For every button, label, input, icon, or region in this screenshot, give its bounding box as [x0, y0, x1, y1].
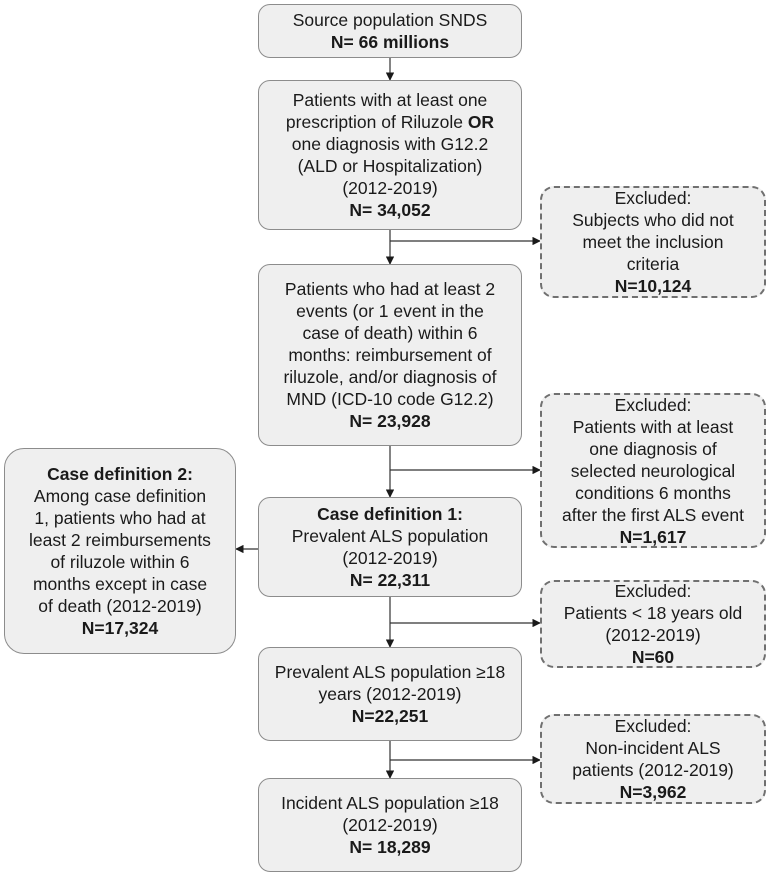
prevalent-18-n: N=22,251: [351, 706, 429, 726]
excl-2-line-3: one diagnosis of: [589, 438, 717, 459]
excl-3-line-1: Excluded:: [614, 581, 692, 601]
excl-2-line-6: after the first ALS event: [562, 504, 744, 525]
excl-1-n: N=10,124: [614, 276, 692, 296]
two-events-line-2: events (or 1 event in the: [296, 301, 484, 321]
case-def-1-n: N= 22,311: [349, 570, 431, 590]
two-events-line-5: riluzole, and/or diagnosis of: [283, 367, 497, 387]
excl-2-line-1: Excluded:: [614, 394, 692, 415]
case-def-1-line-1: Prevalent ALS population: [291, 526, 489, 546]
box-two-events: Patients who had at least 2 events (or 1…: [258, 264, 522, 446]
excl-3-line-2: Patients < 18 years old: [563, 603, 743, 623]
excl-2-line-4: selected neurological: [570, 460, 736, 481]
two-events-line-1: Patients who had at least 2: [284, 279, 496, 299]
box-incident-18: Incident ALS population ≥18 (2012-2019) …: [258, 778, 522, 872]
excl-3-n: N=60: [631, 647, 675, 667]
case-def-2-line-5: months except in case: [32, 574, 208, 594]
prescription-line-5: (2012-2019): [342, 178, 438, 198]
source-n: N= 66 millions: [330, 32, 450, 52]
box-excluded-3: Excluded: Patients < 18 years old (2012-…: [540, 580, 766, 668]
incident-18-line-2: (2012-2019): [342, 815, 438, 835]
prescription-line-2: prescription of Riluzole OR: [285, 112, 495, 132]
prescription-line-4: (ALD or Hospitalization): [297, 156, 483, 176]
box-prevalent-18: Prevalent ALS population ≥18 years (2012…: [258, 647, 522, 741]
box-excluded-4: Excluded: Non-incident ALS patients (201…: [540, 714, 766, 804]
incident-18-n: N= 18,289: [349, 837, 431, 857]
two-events-n: N= 23,928: [349, 411, 431, 431]
prevalent-18-line-2: years (2012-2019): [318, 684, 462, 704]
two-events-line-6: MND (ICD-10 code G12.2): [286, 389, 494, 409]
excl-4-line-3: patients (2012-2019): [572, 760, 734, 780]
prevalent-18-line-1: Prevalent ALS population ≥18: [274, 662, 506, 682]
box-excluded-1: Excluded: Subjects who did not meet the …: [540, 186, 766, 298]
case-def-2-n: N=17,324: [81, 618, 159, 638]
case-def-2-title: Case definition 2:: [47, 464, 193, 484]
box-case-definition-1: Case definition 1: Prevalent ALS populat…: [258, 497, 522, 597]
two-events-line-4: months: reimbursement of: [288, 345, 492, 365]
prescription-n: N= 34,052: [349, 200, 431, 220]
box-excluded-2: Excluded: Patients with at least one dia…: [540, 393, 766, 548]
incident-18-line-1: Incident ALS population ≥18: [281, 793, 499, 813]
excl-1-line-2: Subjects who did not: [572, 210, 734, 230]
excl-1-line-4: criteria: [626, 254, 680, 274]
case-def-2-line-1: Among case definition: [33, 486, 207, 506]
excl-2-n: N=1,617: [619, 526, 687, 547]
prescription-line-1: Patients with at least one: [292, 90, 488, 110]
excl-4-line-2: Non-incident ALS: [585, 738, 721, 758]
excl-4-line-1: Excluded:: [614, 716, 692, 736]
two-events-line-3: case of death) within 6: [302, 323, 478, 343]
case-def-1-line-2: (2012-2019): [342, 548, 438, 568]
excl-2-line-5: conditions 6 months: [575, 482, 731, 503]
case-def-2-line-2: 1, patients who had at: [34, 508, 206, 528]
box-source-population: Source population SNDS N= 66 millions: [258, 4, 522, 58]
excl-1-line-3: meet the inclusion: [582, 232, 724, 252]
excl-3-line-3: (2012-2019): [605, 625, 701, 645]
case-def-2-line-3: least 2 reimbursements: [29, 530, 211, 550]
excl-4-n: N=3,962: [619, 782, 687, 802]
source-label: Source population SNDS: [292, 10, 488, 30]
prescription-line-3: one diagnosis with G12.2: [291, 134, 489, 154]
box-case-definition-2: Case definition 2: Among case definition…: [4, 448, 236, 654]
case-def-1-title: Case definition 1:: [317, 504, 463, 524]
case-def-2-line-4: of riluzole within 6: [50, 552, 190, 572]
excl-1-line-1: Excluded:: [614, 188, 692, 208]
excl-2-line-2: Patients with at least: [572, 416, 734, 437]
box-prescription: Patients with at least one prescription …: [258, 80, 522, 230]
case-def-2-line-6: of death (2012-2019): [38, 596, 202, 616]
